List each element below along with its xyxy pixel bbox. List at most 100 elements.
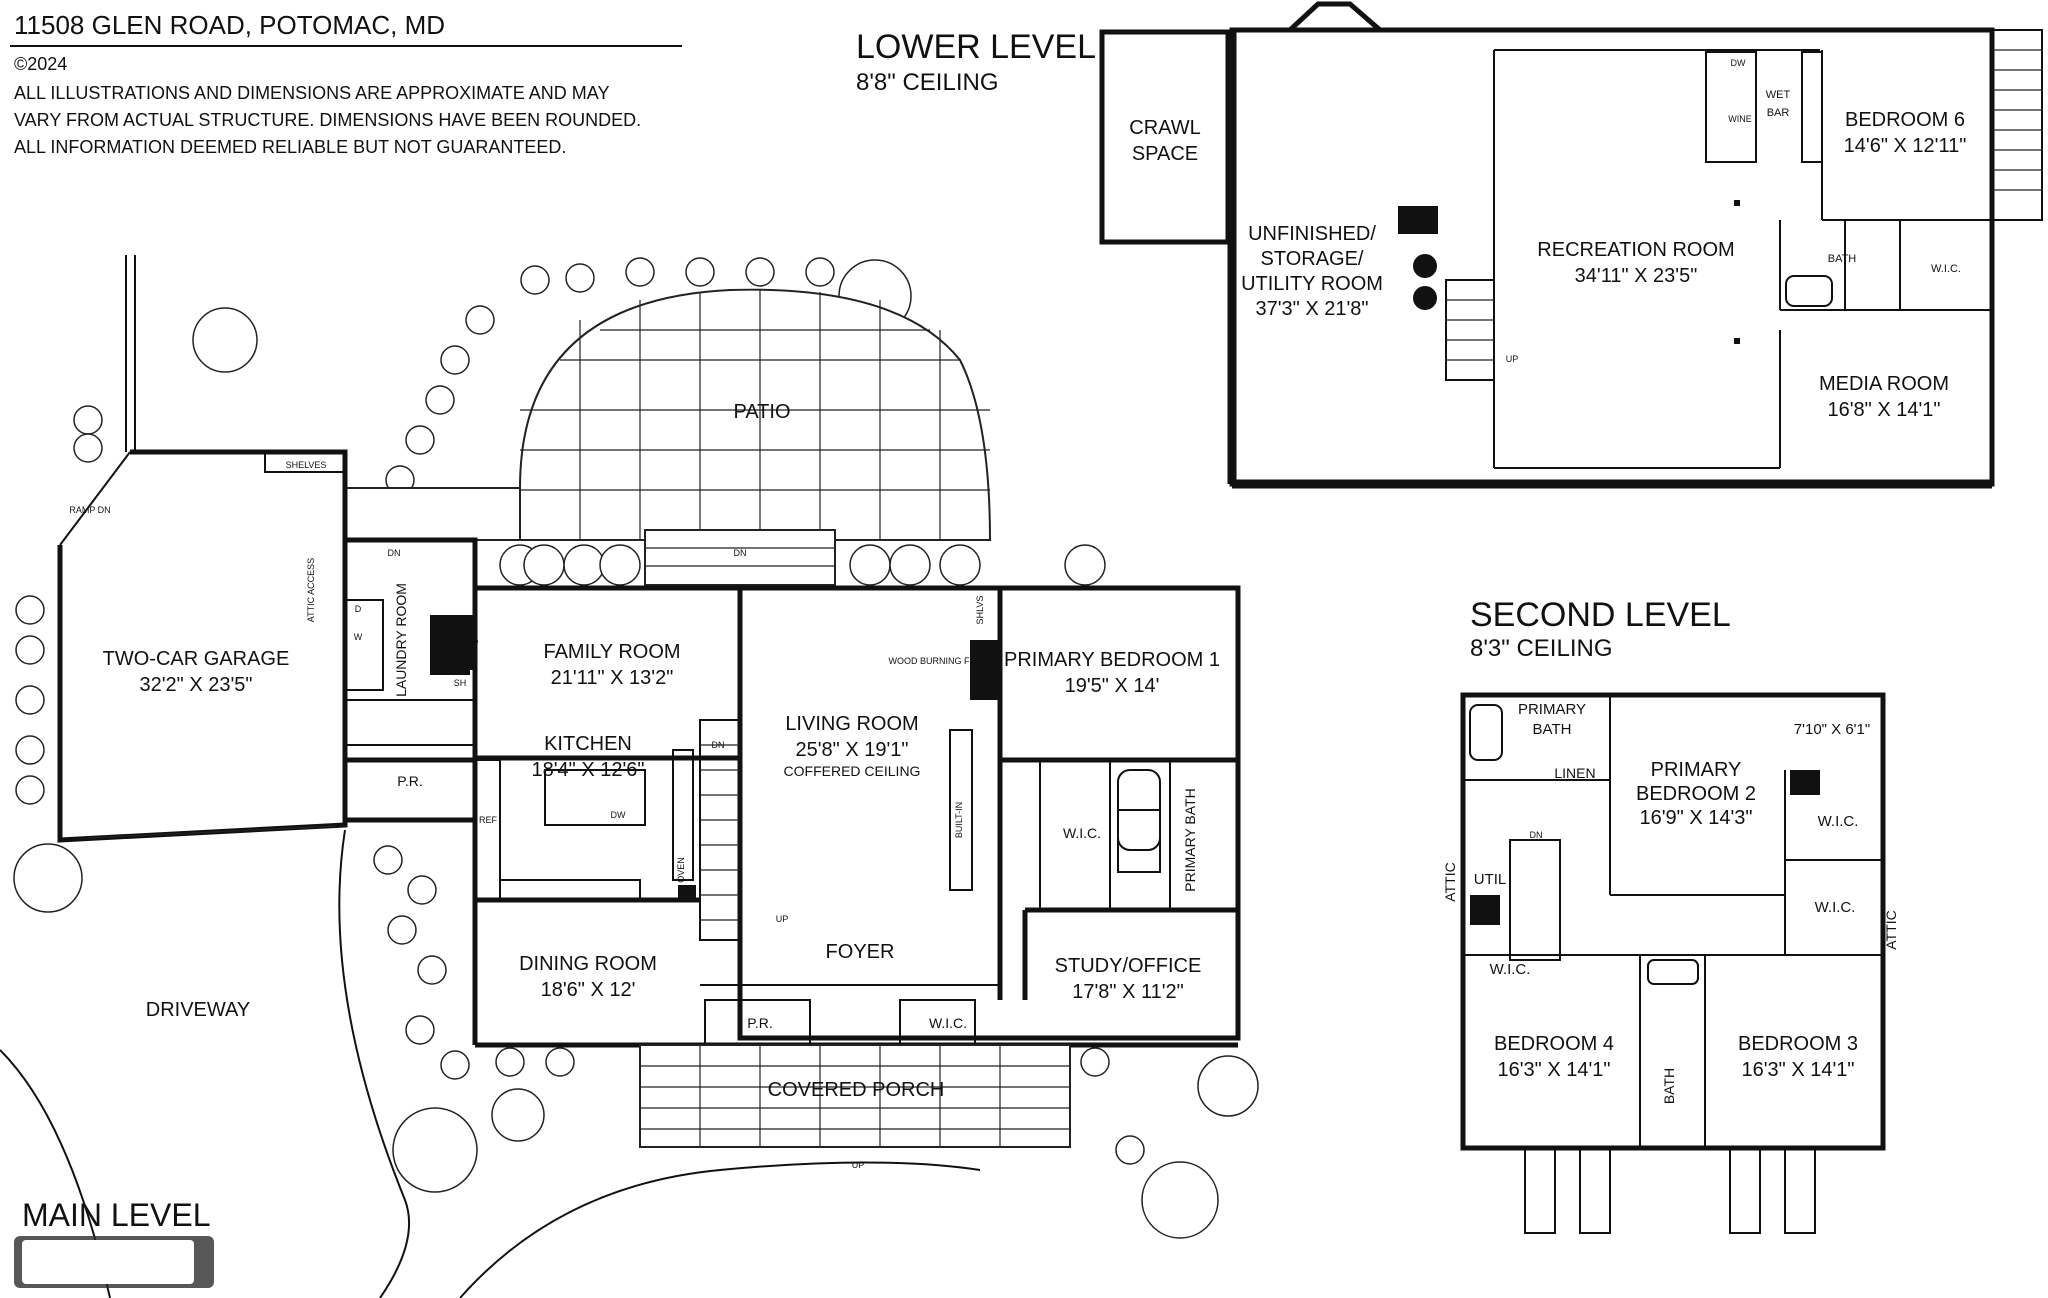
second-primary-bath-1: PRIMARY: [1518, 701, 1586, 718]
dining-room-dim: 18'6" X 12': [541, 979, 636, 1001]
shelves-label: SHELVES: [286, 460, 327, 470]
garage-label: TWO-CAR GARAGE: [103, 648, 290, 670]
second-wic-2-label: W.I.C.: [1815, 899, 1856, 916]
family-room-dim: 21'11" X 13'2": [551, 667, 674, 689]
attic-right-label: ATTIC: [1883, 910, 1899, 949]
powder-room-1-label: P.R.: [397, 773, 422, 789]
dining-room-label: DINING ROOM: [519, 953, 657, 975]
second-wic-1-label: W.I.C.: [1818, 813, 1859, 830]
living-room-dim: 25'8" X 19'1": [795, 739, 908, 761]
lower-wic-label: W.I.C.: [1931, 263, 1961, 275]
wet-bar-label-2: BAR: [1767, 107, 1790, 119]
bright-mls-watermark: bright MLS: [22, 1240, 194, 1284]
media-room-dim: 16'8" X 14'1": [1827, 399, 1940, 421]
second-primary-bath-2: BATH: [1533, 721, 1572, 738]
living-room-label: LIVING ROOM: [785, 713, 918, 735]
bedroom-3-label: BEDROOM 3: [1738, 1033, 1858, 1055]
kitchen-label: KITCHEN: [544, 733, 632, 755]
living-room-ceiling: COFFERED CEILING: [784, 763, 921, 779]
second-wic-3-label: W.I.C.: [1490, 961, 1531, 978]
primary-bedroom-2-label-1: PRIMARY: [1651, 759, 1742, 781]
storage-label-2: STORAGE/: [1261, 248, 1364, 270]
study-office-label: STUDY/OFFICE: [1055, 955, 1202, 977]
main-wic-1-label: W.I.C.: [1063, 825, 1101, 841]
util-label: UTIL: [1474, 871, 1507, 888]
shlvs-label: SHLVS: [975, 596, 985, 625]
ramp-dn-label: RAMP DN: [69, 505, 110, 515]
driveway-label: DRIVEWAY: [146, 999, 250, 1021]
wet-bar-label-1: WET: [1766, 89, 1791, 101]
primary-bedroom-1-label: PRIMARY BEDROOM 1: [1004, 649, 1220, 671]
lower-level-ceiling: 8'8" CEILING: [856, 69, 999, 96]
bedroom-6-label: BEDROOM 6: [1845, 109, 1965, 131]
gas-fp-label: GAS FP: [445, 638, 478, 648]
patio-label: PATIO: [733, 401, 790, 423]
primary-bedroom-2-dim: 16'9" X 14'3": [1639, 807, 1752, 829]
bedroom-4-label: BEDROOM 4: [1494, 1033, 1614, 1055]
main-level-plan: [342, 537, 1241, 1048]
garage: [57, 255, 348, 843]
lower-stair-up: UP: [1506, 354, 1519, 364]
primary-bedroom-2-label-2: BEDROOM 2: [1636, 783, 1756, 805]
bedroom-3-dim: 16'3" X 14'1": [1741, 1059, 1854, 1081]
disclaimer-line-2: VARY FROM ACTUAL STRUCTURE. DIMENSIONS H…: [14, 110, 641, 130]
kitchen-dw-label: DW: [611, 810, 626, 820]
disclaimer-line-1: ALL ILLUSTRATIONS AND DIMENSIONS ARE APP…: [14, 83, 609, 103]
second-level-plan: [1460, 692, 1886, 1234]
crawl-space-label-1: CRAWL: [1129, 117, 1200, 139]
stair-dn-label: DN: [712, 740, 725, 750]
ref-label: REF: [479, 815, 498, 825]
wet-bar-wine: WINE: [1728, 114, 1752, 124]
media-room-label: MEDIA ROOM: [1819, 373, 1949, 395]
second-level-title: SECOND LEVEL: [1470, 596, 1731, 634]
sh-label: SH: [454, 678, 467, 688]
washer-label: W: [354, 632, 363, 642]
bedroom-4-dim: 16'3" X 14'1": [1497, 1059, 1610, 1081]
study-office-dim: 17'8" X 11'2": [1072, 981, 1184, 1003]
dryer-label: D: [355, 604, 362, 614]
attic-left-label: ATTIC: [1442, 862, 1458, 901]
garage-dim: 32'2" X 23'5": [139, 674, 252, 696]
family-room-label: FAMILY ROOM: [543, 641, 680, 663]
primary-bedroom-1-dim: 19'5" X 14': [1065, 675, 1160, 697]
kitchen-dim: 18'4" X 12'6": [531, 759, 644, 781]
storage-dim: 37'3" X 21'8": [1255, 298, 1368, 320]
storage-label-1: UNFINISHED/: [1248, 223, 1376, 245]
covered-porch-label: COVERED PORCH: [768, 1079, 945, 1101]
covered-porch: [639, 1044, 1071, 1148]
second-dn-label: DN: [1530, 830, 1543, 840]
second-bath-label: BATH: [1661, 1068, 1677, 1104]
foyer-label: FOYER: [826, 941, 895, 963]
attic-access-label: ATTIC ACCESS: [306, 558, 316, 622]
oven-label: OVEN: [676, 857, 686, 883]
recreation-room-label: RECREATION ROOM: [1537, 239, 1734, 261]
built-in-label: BUILT-IN: [954, 802, 964, 838]
linen-label: LINEN: [1554, 765, 1595, 781]
main-wic-2-label: W.I.C.: [929, 1015, 967, 1031]
wet-bar-dw: DW: [1731, 58, 1746, 68]
porch-up-label: UP: [852, 1160, 865, 1170]
second-level-ceiling: 8'3" CEILING: [1470, 635, 1613, 662]
watermark-brand: bright: [32, 1242, 129, 1281]
copyright: ©2024: [14, 54, 67, 74]
disclaimer-line-3: ALL INFORMATION DEEMED RELIABLE BUT NOT …: [14, 137, 566, 157]
laundry-dn-label: DN: [388, 548, 401, 558]
crawl-space-label-2: SPACE: [1132, 143, 1198, 165]
closet-dim: 7'10" X 6'1": [1794, 721, 1870, 738]
main-level-title: MAIN LEVEL: [22, 1197, 211, 1233]
powder-room-2-label: P.R.: [747, 1015, 772, 1031]
lower-bath-label: BATH: [1828, 253, 1857, 265]
watermark-suffix: MLS: [134, 1248, 184, 1275]
address-title: 11508 GLEN ROAD, POTOMAC, MD: [14, 10, 445, 40]
lower-level-title: LOWER LEVEL: [856, 28, 1096, 66]
bedroom-6-dim: 14'6" X 12'11": [1844, 135, 1967, 157]
patio-dn-label: DN: [734, 548, 747, 558]
patio: [344, 288, 992, 586]
wood-fp-label: WOOD BURNING FP: [889, 656, 976, 666]
lower-level-plan: [1099, 1, 2043, 489]
primary-bath-label: PRIMARY BATH: [1182, 788, 1198, 891]
stair-up-label: UP: [776, 914, 789, 924]
storage-label-3: UTILITY ROOM: [1241, 273, 1383, 295]
laundry-room-label: LAUNDRY ROOM: [393, 583, 409, 697]
